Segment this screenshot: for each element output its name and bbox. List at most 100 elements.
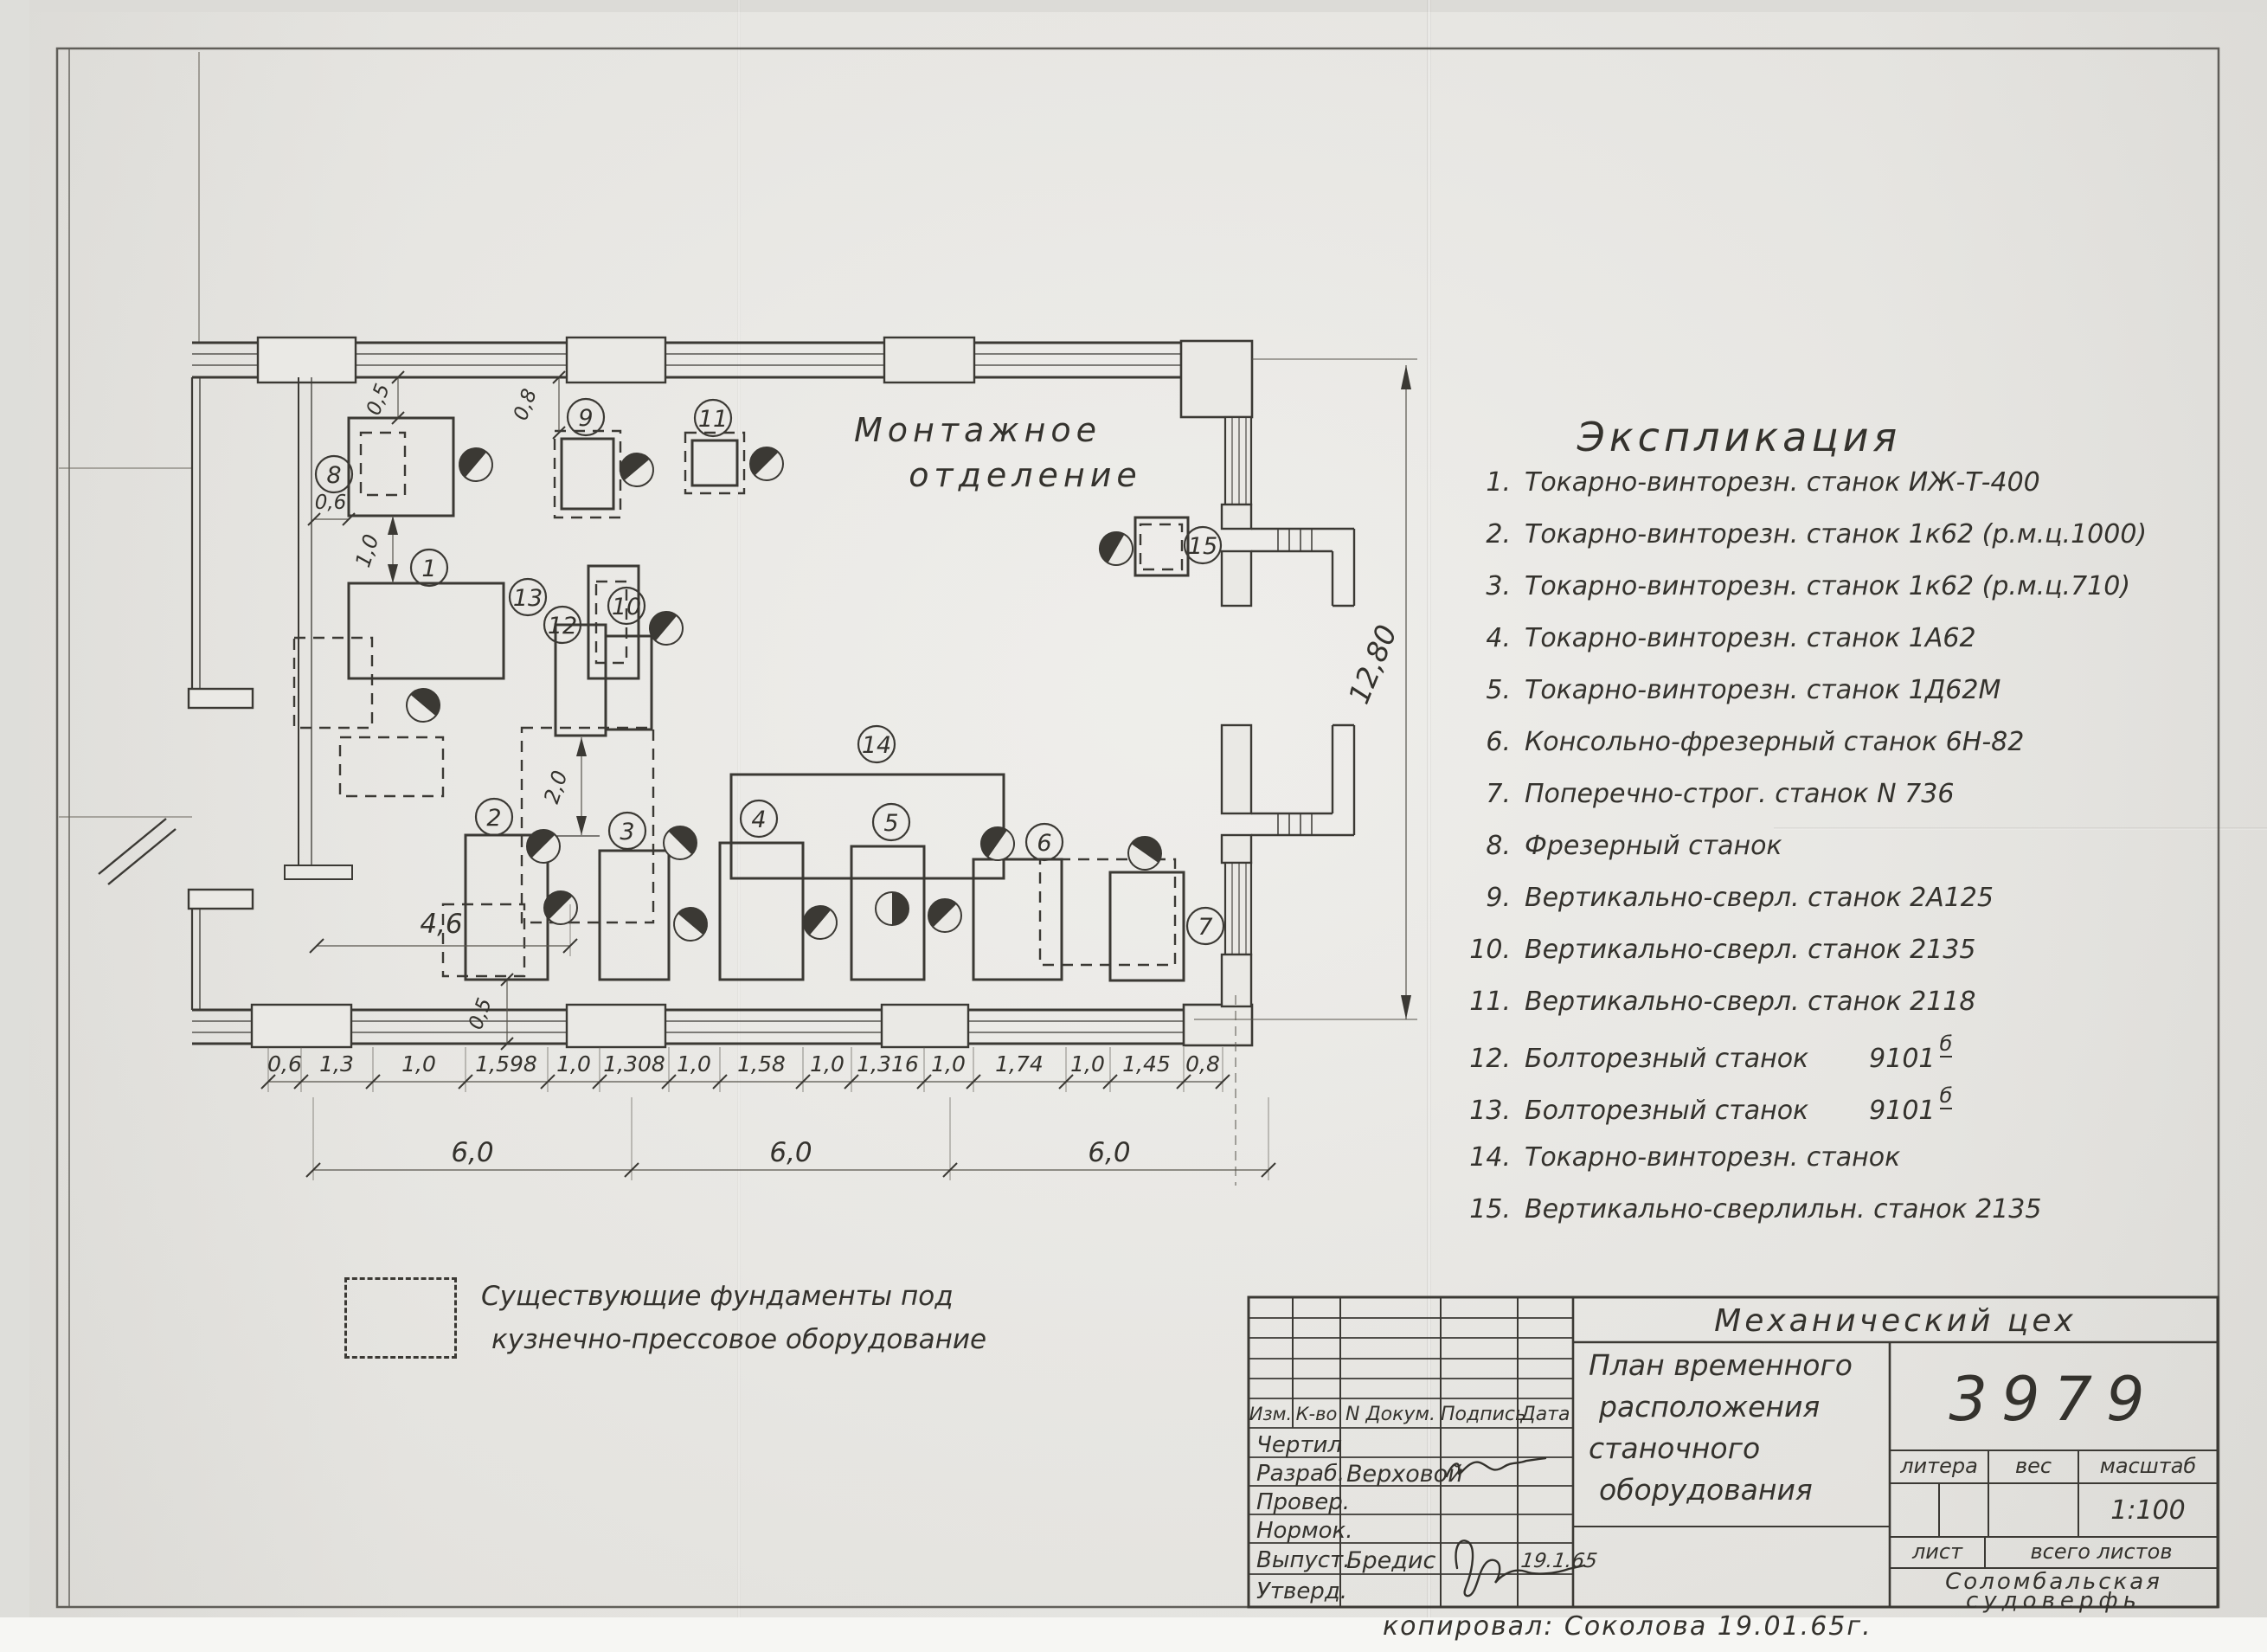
dim-label: 1,316 bbox=[857, 1051, 919, 1077]
marker-label-14: 14 bbox=[862, 732, 891, 759]
machine-14 bbox=[729, 773, 1005, 880]
item-number: 12. bbox=[1469, 1044, 1511, 1074]
dim-label: 1,0 bbox=[401, 1051, 436, 1077]
item-number: 11. bbox=[1469, 987, 1511, 1017]
dim-label-0-6: 0,6 bbox=[315, 492, 347, 514]
item-text: Болторезный станок bbox=[1525, 1044, 1809, 1074]
machine-number-markers: 1 2 3 4 5 6 7 8 9 10 11 12 13 14 15 bbox=[314, 397, 1225, 946]
scale-value: 1:100 bbox=[2110, 1495, 2186, 1526]
item-text: Поперечно-строг. станок N 736 bbox=[1525, 779, 1955, 809]
item-text: Токарно-винторезн. станок 1Д62М bbox=[1525, 675, 2001, 705]
copied-by-note: копировал: Соколова 19.01.65г. bbox=[1383, 1611, 1872, 1642]
item-model-sup: б bbox=[1939, 1032, 1953, 1057]
item-number: 7. bbox=[1486, 779, 1511, 809]
dimension-chain-1-labels: 0,6 1,3 1,0 1,598 1,0 1,308 1,0 1,58 1,0… bbox=[267, 1051, 1220, 1077]
litera-label: литера bbox=[1900, 1454, 1978, 1478]
dim-label: 1,0 bbox=[677, 1051, 711, 1077]
item-number: 10. bbox=[1469, 935, 1511, 965]
dim-label: 1,58 bbox=[737, 1051, 786, 1077]
window-bottom-1 bbox=[250, 1003, 353, 1049]
name-vypust: Бредис bbox=[1346, 1547, 1436, 1574]
staircase-lower bbox=[1251, 723, 1356, 837]
item-number: 6. bbox=[1486, 727, 1511, 757]
machines bbox=[347, 416, 1190, 982]
window-bottom-3 bbox=[880, 1003, 970, 1049]
department-title: Механический цех bbox=[1714, 1303, 2077, 1339]
machine-7 bbox=[1108, 871, 1185, 982]
sheet-frame bbox=[55, 47, 2220, 1609]
signature-razrab bbox=[1445, 1456, 1547, 1478]
window-top-2 bbox=[565, 336, 667, 384]
header-sign: Подпись bbox=[1441, 1404, 1526, 1425]
foundation-standalone-2 bbox=[338, 736, 445, 798]
item-text: Вертикально-сверл. станок 2118 bbox=[1525, 987, 1976, 1017]
room-label-line2: отделение bbox=[909, 456, 1142, 494]
explication-item: 7. Поперечно-строг. станок N 736 bbox=[1462, 779, 2258, 820]
explication-item: 2.Токарно-винторезн. станок 1к62 (р.м.ц.… bbox=[1462, 519, 2258, 561]
worker-position-markers bbox=[406, 447, 1162, 942]
marker-label-9: 9 bbox=[578, 405, 593, 432]
dim-label: 1,45 bbox=[1122, 1051, 1171, 1077]
item-text: Токарно-винторезн. станок bbox=[1525, 1142, 1901, 1173]
dim-label: 1,0 bbox=[931, 1051, 966, 1077]
explication-item: 10. Вертикально-сверл. станок 2135 bbox=[1462, 935, 2258, 976]
item-model: 9101 bbox=[1869, 1044, 1936, 1074]
machine-9 bbox=[560, 437, 615, 511]
machine-12 bbox=[587, 564, 640, 680]
item-text: Фрезерный станок bbox=[1525, 831, 1782, 861]
marker-label-11: 11 bbox=[698, 406, 728, 433]
marker-label-12: 12 bbox=[548, 613, 577, 640]
explication-item: 11. Вертикально-сверл. станок 2118 bbox=[1462, 987, 2258, 1028]
item-number: 5. bbox=[1486, 675, 1511, 705]
dim-label: 1,0 bbox=[810, 1051, 845, 1077]
item-text: Вертикально-сверлильн. станок 2135 bbox=[1525, 1194, 2042, 1225]
window-top-1 bbox=[256, 336, 357, 384]
dim-label: 0,8 bbox=[1185, 1051, 1220, 1077]
machine-5 bbox=[850, 845, 926, 981]
walls bbox=[98, 336, 1356, 1049]
doc-title-line2: расположения bbox=[1599, 1390, 1821, 1424]
header-kvo: К-во bbox=[1295, 1404, 1338, 1424]
foundations-dashed bbox=[292, 429, 1184, 978]
legend-symbol-dashed-foundation bbox=[344, 1277, 457, 1359]
item-number: 3. bbox=[1486, 571, 1511, 601]
plan-texts: Монтажное отделение 0,6 1,3 1,0 1,598 1,… bbox=[267, 381, 1403, 1168]
foundation-at-machine-2 bbox=[441, 903, 526, 978]
marker-label-4: 4 bbox=[751, 807, 766, 833]
signatures bbox=[1445, 1456, 1586, 1597]
org-line2: судоверфь bbox=[1966, 1588, 2142, 1614]
org-line1: Соломбальская bbox=[1945, 1569, 2162, 1595]
marker-label-8: 8 bbox=[326, 462, 341, 489]
door-swing-line bbox=[107, 828, 177, 885]
dim-label: 0,6 bbox=[267, 1051, 302, 1077]
item-text: Болторезный станок bbox=[1525, 1096, 1809, 1126]
machine-4 bbox=[718, 841, 805, 981]
explication-item: 8. Фрезерный станок bbox=[1462, 831, 2258, 872]
dim-label: 6,0 bbox=[1088, 1137, 1130, 1168]
marker-label-2: 2 bbox=[486, 805, 501, 832]
marker-label-6: 6 bbox=[1037, 830, 1051, 857]
dim-label: 6,0 bbox=[769, 1137, 812, 1168]
doc-title-line3: станочного bbox=[1589, 1431, 1761, 1465]
marker-label-10: 10 bbox=[612, 594, 641, 620]
item-text: Консольно-фрезерный станок 6Н-82 bbox=[1525, 727, 2025, 757]
signature-vypust bbox=[1455, 1540, 1586, 1597]
foundation-at-machine-15 bbox=[1139, 523, 1184, 571]
row-label-utverd: Утверд. bbox=[1256, 1578, 1348, 1604]
list-label: лист bbox=[1911, 1540, 1963, 1564]
window-bottom-2 bbox=[565, 1003, 667, 1049]
row-label-razrab: Разраб. bbox=[1256, 1461, 1345, 1487]
foundation-standalone-1 bbox=[292, 636, 374, 730]
item-number: 4. bbox=[1486, 623, 1511, 653]
legend: Существующие фундаменты под кузнечно-пре… bbox=[344, 1276, 1054, 1371]
ves-label: вес bbox=[2014, 1454, 2052, 1478]
legend-text-line2: кузнечно-прессовое оборудование bbox=[491, 1324, 987, 1355]
machine-8 bbox=[347, 416, 455, 517]
explication-item: 5. Токарно-винторезн. станок 1Д62М bbox=[1462, 675, 2258, 717]
explication-item: 4.Токарно-винторезн. станок 1А62 bbox=[1462, 623, 2258, 665]
item-number: 8. bbox=[1486, 831, 1511, 861]
item-text: Вертикально-сверл. станок 2135 bbox=[1525, 935, 1976, 965]
